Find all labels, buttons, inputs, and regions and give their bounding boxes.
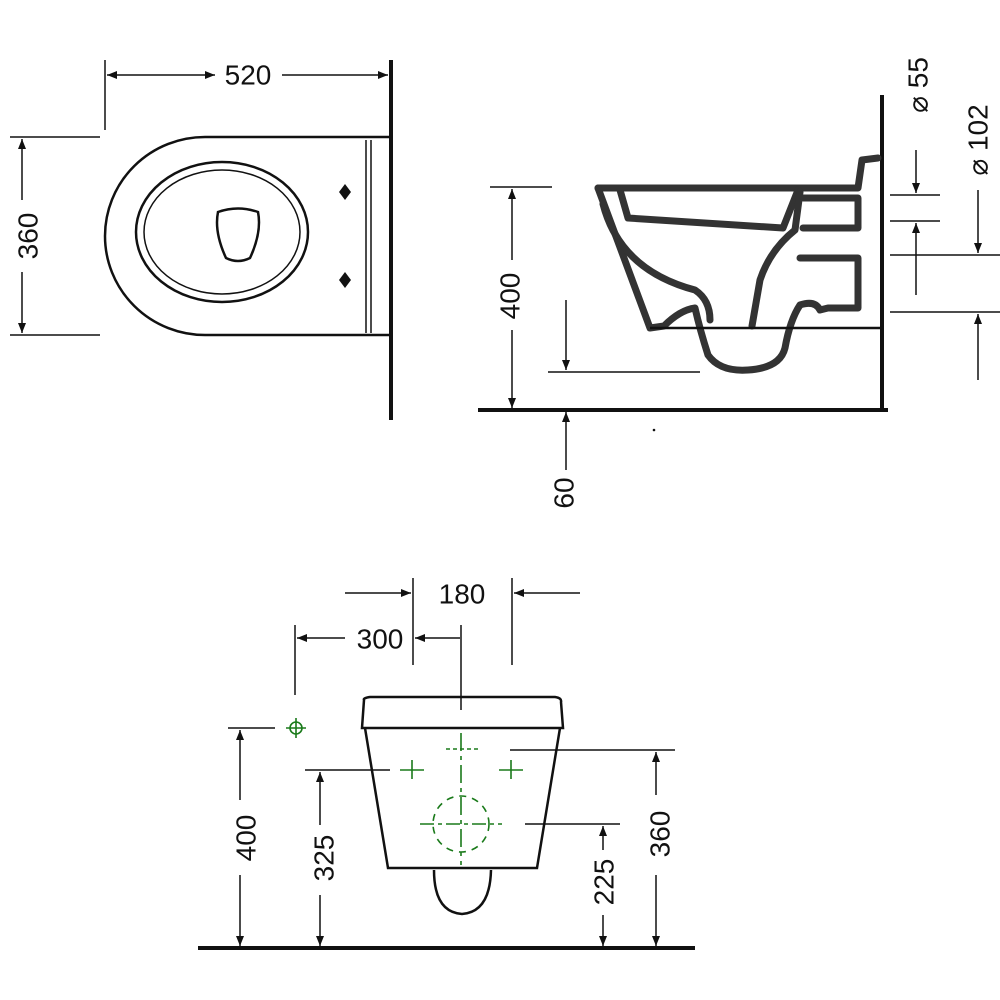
seat-outline <box>134 160 310 304</box>
dimension-400-front: 400 <box>230 815 261 862</box>
dimension-400: 400 <box>494 273 525 320</box>
dimension-360-front: 360 <box>644 811 675 858</box>
dimension-325: 325 <box>308 835 339 882</box>
seat-inner <box>143 169 301 295</box>
dimension-180: 180 <box>439 578 486 609</box>
dimension-diameter-55: ⌀ 55 <box>902 57 933 113</box>
trapway <box>748 188 804 330</box>
dimension-diameter-102: ⌀ 102 <box>962 104 993 175</box>
bowl-outline <box>103 135 390 337</box>
side-view: 400 60 ⌀ 55 ⌀ 102 <box>478 57 1000 509</box>
fixing-hole-icon <box>339 184 351 200</box>
front-view: 180 300 400 325 <box>198 578 695 950</box>
inlet-pipe <box>799 194 862 232</box>
fixing-markers <box>286 718 523 865</box>
bowl-foot <box>432 869 493 916</box>
bowl-opening <box>215 207 261 263</box>
dimension-360: 360 <box>12 213 43 260</box>
dimension-60: 60 <box>548 477 579 508</box>
seat-front <box>360 695 565 730</box>
bowl-front <box>363 727 562 870</box>
dimension-300: 300 <box>357 623 404 654</box>
bowl-rim <box>594 154 882 192</box>
dimension-225: 225 <box>588 859 619 906</box>
top-view: 520 360 <box>10 59 393 420</box>
dot <box>652 428 656 432</box>
bowl-inner <box>599 200 714 324</box>
outlet-circle <box>432 795 490 853</box>
fixing-hole-icon <box>339 272 351 288</box>
bowl-section <box>594 184 862 374</box>
dimension-520: 520 <box>225 59 272 90</box>
bowl-water <box>616 186 802 232</box>
